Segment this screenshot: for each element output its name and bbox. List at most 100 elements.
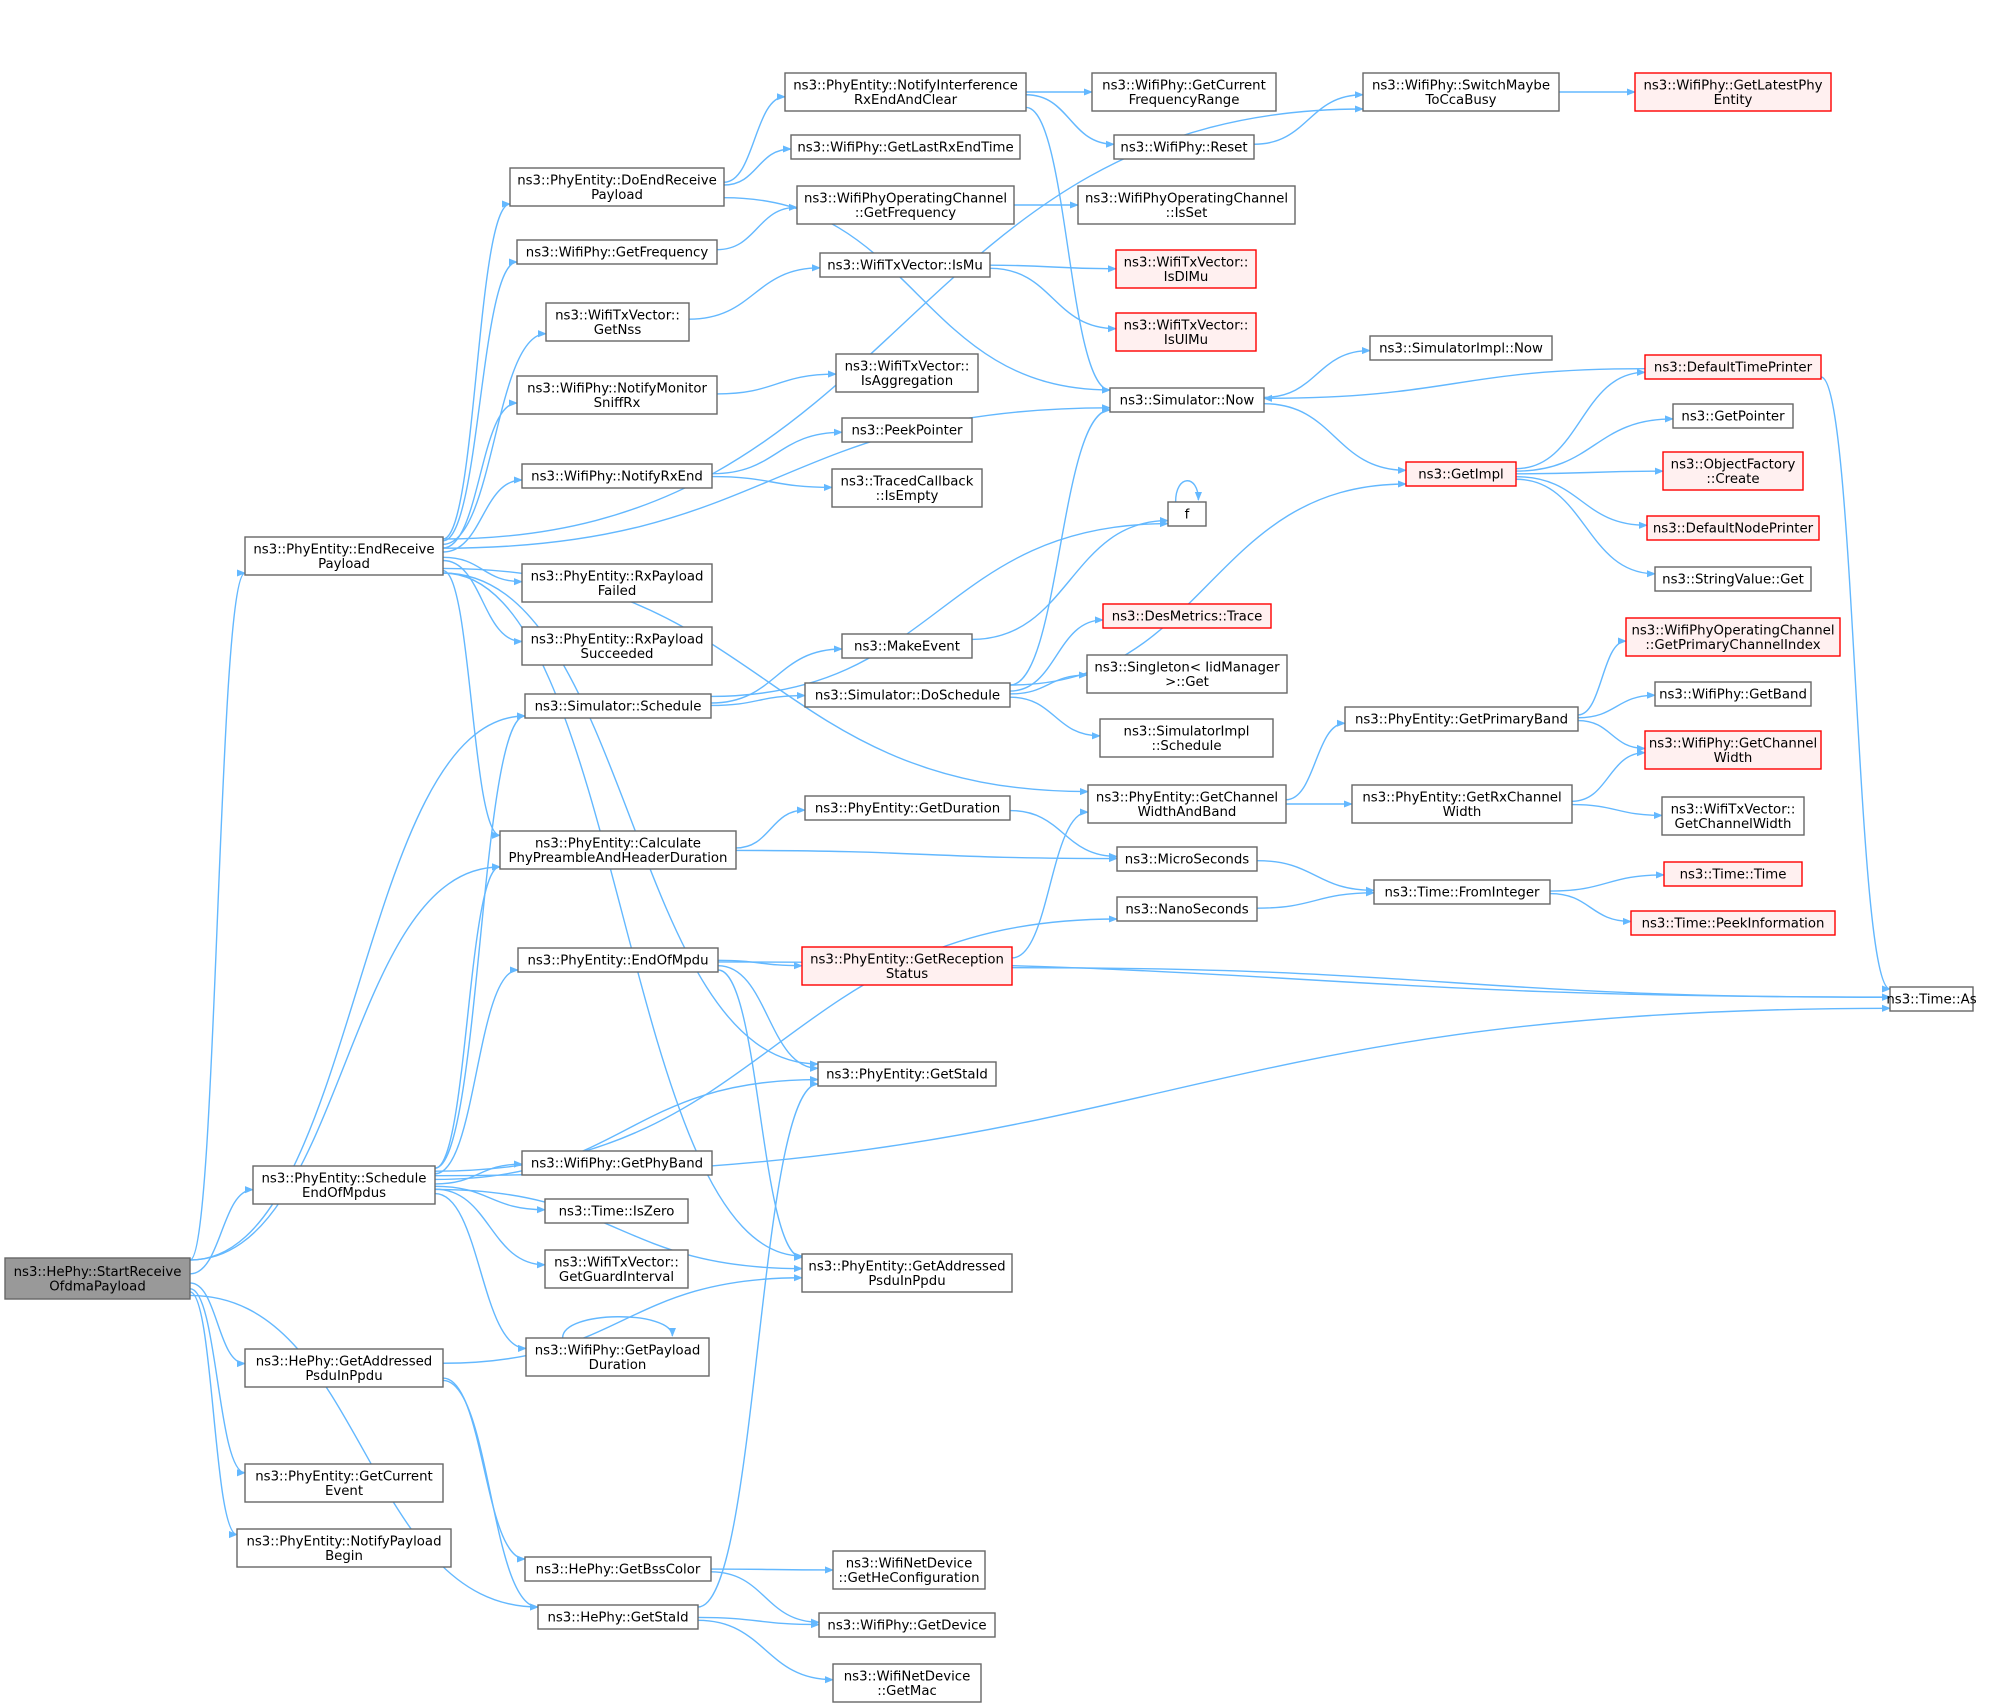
- node-getStaId[interactable]: ns3::PhyEntity::GetStaId: [817, 1061, 997, 1087]
- node-defTimePrinter[interactable]: ns3::DefaultTimePrinter: [1644, 354, 1822, 380]
- node-wpGetFreq[interactable]: ns3::WifiPhy::GetFrequency: [516, 239, 718, 265]
- node-peekPtr[interactable]: ns3::PeekPointer: [841, 417, 973, 443]
- node-peekInfo[interactable]: ns3::Time::PeekInformation: [1630, 910, 1836, 936]
- node-getHeConf[interactable]: ns3::WifiNetDevice::GetHeConfiguration: [832, 1550, 986, 1590]
- node-isMu[interactable]: ns3::WifiTxVector::IsMu: [819, 252, 991, 278]
- node-txvChanWidth[interactable]: ns3::WifiTxVector::GetChannelWidth: [1661, 796, 1805, 836]
- node-label: ns3::Time::PeekInformation: [1642, 917, 1825, 932]
- node-label: Payload: [591, 188, 643, 203]
- edge-doSchedule-to-simNow: [1009, 406, 1111, 686]
- edge-root-to-getCurEvent: [189, 1288, 246, 1477]
- node-box: [4, 1257, 191, 1300]
- node-simImplNow[interactable]: ns3::SimulatorImpl::Now: [1369, 335, 1553, 361]
- edge-rxChanWidth-to-txvChanWidth: [1571, 803, 1663, 819]
- node-doSchedule[interactable]: ns3::Simulator::DoSchedule: [804, 682, 1011, 708]
- node-getBssColor[interactable]: ns3::HePhy::GetBssColor: [524, 1556, 712, 1582]
- node-notifyInterf[interactable]: ns3::PhyEntity::NotifyInterferenceRxEndA…: [784, 72, 1027, 112]
- node-notifyRxEnd[interactable]: ns3::WifiPhy::NotifyRxEnd: [521, 463, 713, 489]
- node-label: ns3::WifiPhy::GetCurrent: [1102, 78, 1266, 93]
- edge-schedEnd-to-getPayloadDur: [434, 1192, 527, 1352]
- node-simImplSched[interactable]: ns3::SimulatorImpl::Schedule: [1099, 718, 1274, 758]
- node-isAgg[interactable]: ns3::WifiTxVector::IsAggregation: [835, 353, 979, 393]
- node-label: ns3::SimulatorImpl::Now: [1379, 342, 1543, 357]
- node-box: [236, 1528, 452, 1568]
- node-tcIsEmpty[interactable]: ns3::TracedCallback::IsEmpty: [831, 468, 983, 508]
- edge-simNow-to-getImpl: [1263, 403, 1407, 474]
- node-box: [1099, 718, 1274, 758]
- node-label: ns3::PhyEntity::Schedule: [261, 1171, 426, 1186]
- node-getPointer[interactable]: ns3::GetPointer: [1672, 403, 1794, 429]
- node-box: [1654, 681, 1812, 707]
- node-getImpl[interactable]: ns3::GetImpl: [1405, 461, 1517, 487]
- edge-defTimePrinter-to-simNow: [1263, 367, 1646, 402]
- node-box: [1091, 72, 1277, 112]
- node-timeTime[interactable]: ns3::Time::Time: [1663, 861, 1803, 887]
- node-getPhyBand[interactable]: ns3::WifiPhy::GetPhyBand: [521, 1150, 713, 1176]
- node-box: [796, 185, 1015, 225]
- node-microSec[interactable]: ns3::MicroSeconds: [1116, 846, 1258, 872]
- node-primaryBand[interactable]: ns3::PhyEntity::GetPrimaryBand: [1344, 706, 1579, 732]
- node-label: ::GetHeConfiguration: [838, 1571, 979, 1586]
- node-getDevice[interactable]: ns3::WifiPhy::GetDevice: [818, 1612, 996, 1638]
- node-label: ::GetPrimaryChannelIndex: [1645, 638, 1820, 653]
- node-opChanFreq[interactable]: ns3::WifiPhyOperatingChannel::GetFrequen…: [796, 185, 1015, 225]
- node-calcPre[interactable]: ns3::PhyEntity::CalculatePhyPreambleAndH…: [499, 830, 737, 870]
- node-objFactory[interactable]: ns3::ObjectFactory::Create: [1662, 451, 1804, 491]
- node-getDuration[interactable]: ns3::PhyEntity::GetDuration: [804, 795, 1011, 821]
- node-box: [1109, 387, 1265, 413]
- node-simNow[interactable]: ns3::Simulator::Now: [1109, 387, 1265, 413]
- node-opChanIsSet[interactable]: ns3::WifiPhyOperatingChannel::IsSet: [1077, 185, 1296, 225]
- node-wpGetBand[interactable]: ns3::WifiPhy::GetBand: [1654, 681, 1812, 707]
- node-label: ns3::PhyEntity::EndOfMpdu: [527, 954, 708, 969]
- node-endOfMpdu[interactable]: ns3::PhyEntity::EndOfMpdu: [517, 947, 719, 973]
- node-label: Succeeded: [581, 647, 654, 662]
- node-isDlMu[interactable]: ns3::WifiTxVector::IsDlMu: [1115, 249, 1257, 289]
- node-label: ns3::WifiPhyOperatingChannel: [804, 191, 1007, 206]
- node-nanoSec[interactable]: ns3::NanoSeconds: [1116, 896, 1258, 922]
- node-reset[interactable]: ns3::WifiPhy::Reset: [1113, 134, 1255, 160]
- node-label: GetChannelWidth: [1675, 817, 1792, 832]
- edge-endReceive-to-simNow: [442, 404, 1111, 549]
- node-simSchedule[interactable]: ns3::Simulator::Schedule: [524, 693, 712, 719]
- node-timeAs[interactable]: ns3::Time::As: [1886, 986, 1977, 1012]
- node-strValGet[interactable]: ns3::StringValue::Get: [1654, 566, 1812, 592]
- node-fromInteger[interactable]: ns3::Time::FromInteger: [1373, 879, 1551, 905]
- node-getMac[interactable]: ns3::WifiNetDevice::GetMac: [832, 1663, 982, 1703]
- node-guardInt[interactable]: ns3::WifiTxVector::GetGuardInterval: [544, 1249, 689, 1289]
- edge-root-to-simSchedule: [189, 712, 526, 1261]
- edge-makeEvent-to-f: [971, 517, 1169, 641]
- node-makeEvent[interactable]: ns3::MakeEvent: [841, 633, 973, 659]
- node-wpChanWidth[interactable]: ns3::WifiPhy::GetChannelWidth: [1644, 730, 1822, 770]
- node-f[interactable]: f: [1167, 501, 1207, 527]
- node-isZero[interactable]: ns3::Time::IsZero: [544, 1198, 689, 1224]
- node-primChanIdx[interactable]: ns3::WifiPhyOperatingChannel::GetPrimary…: [1625, 617, 1841, 657]
- edge-getNss-to-isMu: [688, 264, 821, 320]
- node-heGetStaId[interactable]: ns3::HePhy::GetStaId: [537, 1604, 699, 1630]
- node-box: [831, 468, 983, 508]
- node-defNodePrinter[interactable]: ns3::DefaultNodePrinter: [1646, 515, 1820, 541]
- node-label: ns3::PhyEntity::GetPrimaryBand: [1355, 713, 1568, 728]
- node-isUlMu[interactable]: ns3::WifiTxVector::IsUlMu: [1115, 312, 1257, 352]
- node-lastRxEnd[interactable]: ns3::WifiPhy::GetLastRxEndTime: [790, 134, 1021, 160]
- node-getNss[interactable]: ns3::WifiTxVector::GetNss: [545, 302, 690, 342]
- node-singletonGet[interactable]: ns3::Singleton< IidManager>::Get: [1086, 654, 1288, 694]
- node-desTrace[interactable]: ns3::DesMetrics::Trace: [1102, 603, 1272, 629]
